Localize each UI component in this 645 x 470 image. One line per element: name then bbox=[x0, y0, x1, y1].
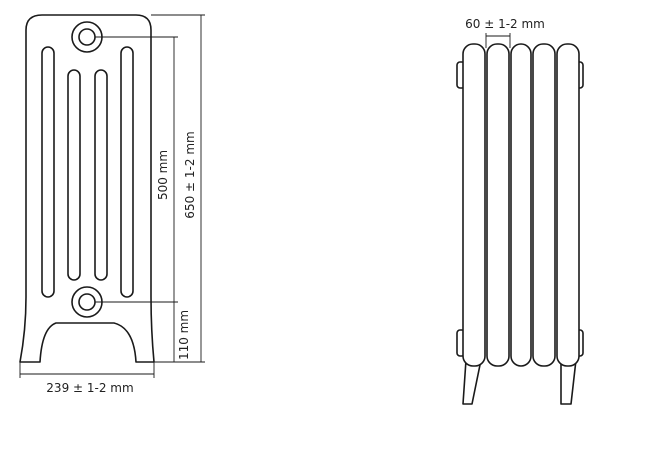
side-section-5 bbox=[556, 43, 580, 367]
side-section-2 bbox=[486, 43, 510, 367]
front-view: 500 mm 650 ± 1-2 mm 110 mm 239 ± 1-2 mm bbox=[19, 14, 205, 395]
dim-label-60: 60 ± 1-2 mm bbox=[465, 17, 545, 31]
dim-label-110: 110 mm bbox=[177, 310, 191, 360]
front-slot-4 bbox=[120, 46, 134, 298]
front-slot-2 bbox=[67, 69, 81, 281]
side-view: 60 ± 1-2 mm bbox=[456, 17, 584, 405]
side-foot-left bbox=[462, 359, 482, 405]
front-slot-3 bbox=[94, 69, 108, 281]
dim-label-650: 650 ± 1-2 mm bbox=[183, 131, 197, 218]
dim-label-500: 500 mm bbox=[156, 150, 170, 200]
side-foot-right bbox=[560, 359, 577, 405]
dim-label-239: 239 ± 1-2 mm bbox=[46, 381, 133, 395]
side-section-4 bbox=[532, 43, 556, 367]
front-slot-1 bbox=[41, 46, 55, 298]
side-section-3 bbox=[510, 43, 532, 367]
side-section-1 bbox=[462, 43, 486, 367]
front-body-outline bbox=[19, 14, 155, 363]
